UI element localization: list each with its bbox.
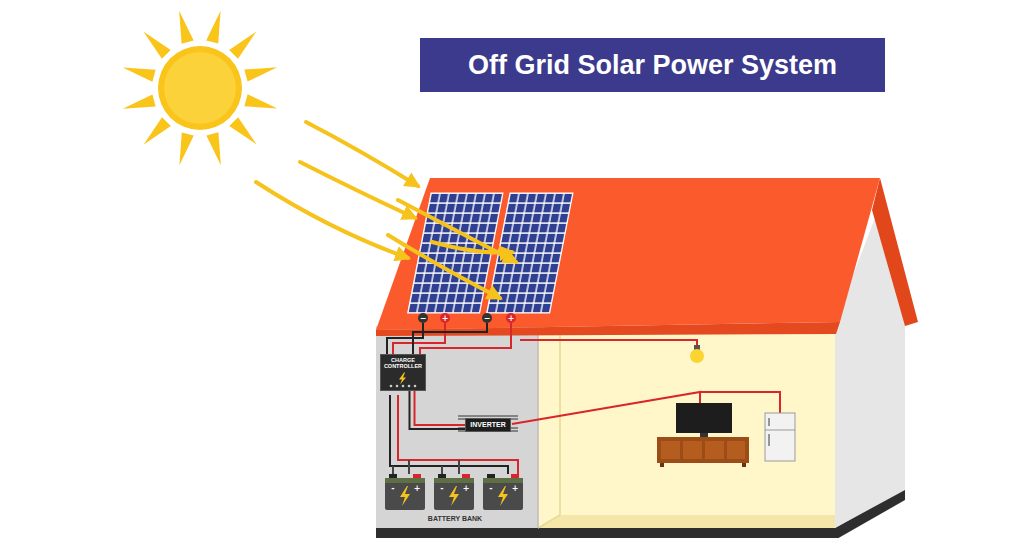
- sunlight-arrow: [256, 122, 516, 298]
- terminal-sign: +: [414, 484, 421, 493]
- sun-rays: [123, 11, 278, 166]
- refrigerator: [765, 413, 795, 461]
- charge-controller: CHARGE CONTROLLER: [380, 354, 426, 391]
- battery-bank-label: BATTERY BANK: [428, 515, 482, 522]
- room-floor: [538, 515, 835, 528]
- wire-connector: [410, 391, 466, 429]
- controller-indicators: [383, 371, 423, 388]
- terminal-sign: +: [442, 314, 449, 323]
- roof-edge: [872, 178, 918, 326]
- utility-wall: [376, 326, 538, 528]
- television: [676, 403, 732, 433]
- terminal-sign: +: [512, 484, 519, 493]
- node-text: INVERTER: [468, 421, 508, 429]
- terminal-sign: -: [489, 484, 492, 493]
- room: [538, 326, 835, 528]
- tv-cabinet: [657, 437, 749, 467]
- terminal-sign: −: [420, 314, 427, 323]
- battery-bank: [385, 474, 523, 510]
- terminal-sign: -: [440, 484, 443, 493]
- node-text: CHARGE CONTROLLER: [383, 357, 423, 370]
- roof: [376, 178, 880, 330]
- light-bulb: [690, 345, 704, 363]
- sun-core: [164, 52, 236, 124]
- title-banner: Off Grid Solar Power System: [420, 38, 885, 92]
- sun: [158, 46, 242, 130]
- terminal-sign: +: [508, 314, 515, 323]
- terminal-sign: -: [391, 484, 394, 493]
- inverter: INVERTER: [465, 418, 511, 432]
- wire: [387, 323, 780, 474]
- terminal-sign: +: [463, 484, 470, 493]
- terminal-sign: −: [484, 314, 491, 323]
